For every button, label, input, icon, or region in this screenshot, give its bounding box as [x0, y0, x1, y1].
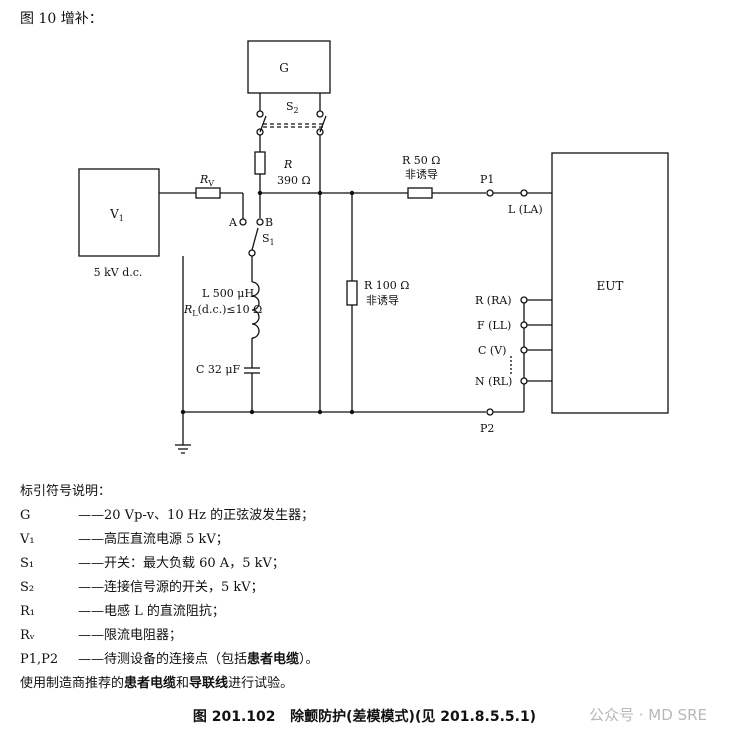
- rl-label: RL(d.c.)≤10 Ω: [183, 303, 262, 318]
- r50-label: R 50 Ω: [402, 154, 440, 167]
- legend-symbol: Rᵥ: [20, 628, 35, 643]
- resistor-100: [346, 280, 358, 306]
- g-label: G: [279, 61, 289, 75]
- inductor-l: [251, 281, 260, 339]
- legend-note: 使用制造商推荐的患者电缆和导联线进行试验。: [20, 676, 294, 691]
- legend-row: V₁ ——高压直流电源 5 kV；: [20, 528, 319, 552]
- rv-label: RV: [199, 173, 214, 188]
- legend-symbol: P1,P2: [20, 652, 59, 667]
- resistor-rv: [195, 187, 221, 199]
- eut-box: [551, 152, 669, 414]
- figure-caption: 图 201.102 除颤防护(差模模式)(见 201.8.5.5.1): [192, 709, 537, 725]
- legend-symbol: R₁: [20, 604, 35, 619]
- point-b-label: B: [265, 216, 273, 229]
- lead-la: L (LA): [508, 203, 543, 216]
- v1-label: V1: [109, 207, 124, 223]
- lead-ra: R (RA): [475, 294, 512, 307]
- watermark: 公众号 · MD SRE: [589, 706, 707, 724]
- legend-symbol: S₁: [20, 556, 35, 571]
- resistor-50: [407, 187, 433, 199]
- s2-label: S2: [286, 100, 299, 115]
- legend-description: ——限流电阻器；: [78, 628, 183, 643]
- r390-label: R: [283, 158, 292, 171]
- legend-row: P1,P2 ——待测设备的连接点（包括患者电缆）。: [20, 648, 319, 672]
- legend-row: S₁ ——开关：最大负载 60 A，5 kV；: [20, 552, 319, 576]
- s1-label: S1: [262, 232, 275, 247]
- legend-row: R₁ ——电感 L 的直流阻抗；: [20, 600, 319, 624]
- r100-sub: 非诱导: [366, 294, 399, 307]
- l-label: L 500 μH: [202, 287, 254, 300]
- legend-description: ——20 Vp-v、10 Hz 的正弦波发生器；: [78, 508, 315, 523]
- r50-sub: 非诱导: [405, 168, 438, 181]
- r390-value: 390 Ω: [277, 174, 311, 187]
- hv-supply-box: [78, 168, 160, 257]
- legend-symbol: G: [20, 508, 31, 523]
- legend-row: Rᵥ ——限流电阻器；: [20, 624, 319, 648]
- figure-note: 图 10 增补：: [20, 11, 103, 27]
- legend-description: ——开关：最大负载 60 A，5 kV；: [78, 556, 285, 571]
- v1-value: 5 kV d.c.: [94, 266, 143, 279]
- legend: 标引符号说明： G ——20 Vp-v、10 Hz 的正弦波发生器； V₁ ——高压直…: [20, 480, 319, 696]
- lead-rl: N (RL): [475, 375, 512, 388]
- lead-v: C (V): [478, 344, 506, 357]
- legend-description: ——连接信号源的开关，5 kV；: [78, 580, 264, 595]
- r100-label: R 100 Ω: [364, 279, 409, 292]
- legend-row: G ——20 Vp-v、10 Hz 的正弦波发生器；: [20, 504, 319, 528]
- legend-description: ——电感 L 的直流阻抗；: [78, 604, 225, 619]
- legend-row: S₂ ——连接信号源的开关，5 kV；: [20, 576, 319, 600]
- signal-generator-box: [247, 40, 331, 94]
- c-label: C 32 μF: [196, 363, 241, 376]
- resistor-390: [254, 151, 266, 175]
- p2-label: P2: [480, 422, 494, 435]
- legend-description: ——高压直流电源 5 kV；: [78, 532, 229, 547]
- legend-symbol: S₂: [20, 580, 35, 595]
- legend-symbol: V₁: [20, 532, 35, 547]
- point-a-label: A: [228, 216, 238, 229]
- eut-label: EUT: [597, 279, 624, 293]
- lead-ll: F (LL): [477, 319, 511, 332]
- legend-description: ——待测设备的连接点（包括患者电缆）。: [78, 652, 319, 667]
- p1-label: P1: [480, 173, 494, 186]
- legend-title: 标引符号说明：: [20, 484, 112, 499]
- circuit-diagram: G V1 5 kV d.c. EUT S2 S1 RV R 390 Ω R 50…: [78, 40, 669, 454]
